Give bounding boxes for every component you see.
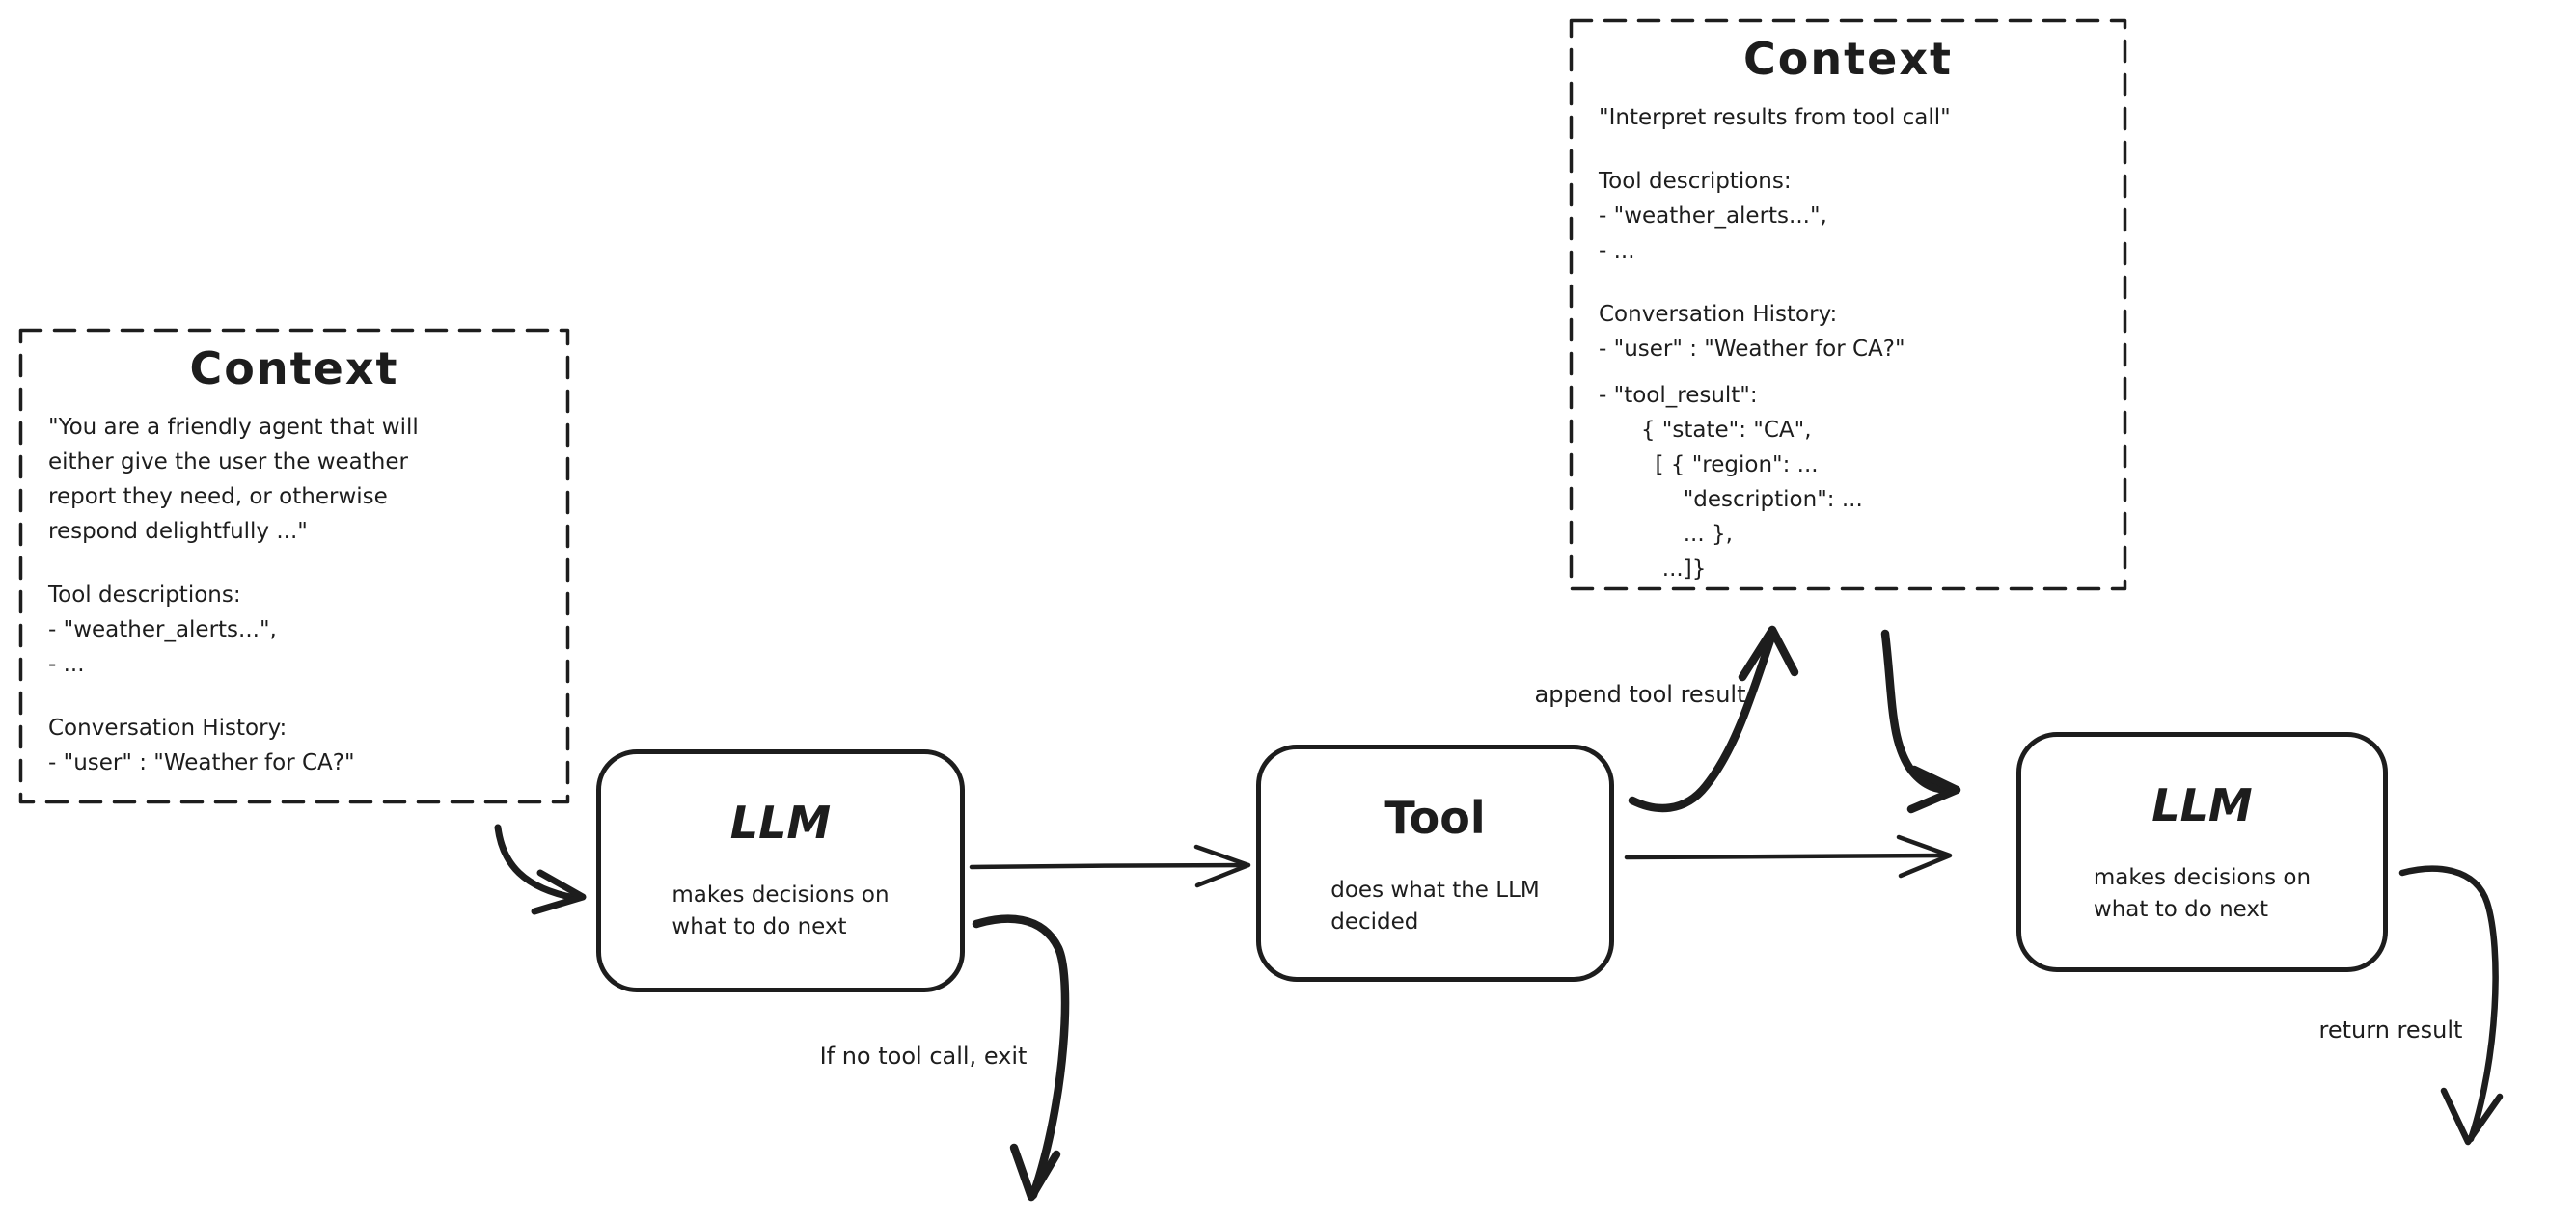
conversation-history-heading: Conversation History: xyxy=(1599,302,1838,327)
context-box-left: Context "You are a friendly agent that w… xyxy=(19,329,569,802)
context-right-border xyxy=(1569,18,2127,591)
node-llm-1-subtitle: makes decisions on what to do next xyxy=(671,882,890,939)
node-llm-2-title: LLM xyxy=(2151,779,2253,831)
history-line: "description": ... xyxy=(1599,487,1863,512)
context-right-body: "Interpret results from tool call" Tool … xyxy=(1599,100,2097,586)
node-llm-1-title: LLM xyxy=(729,797,832,849)
conversation-history-section: Conversation History: - "user" : "Weathe… xyxy=(48,711,540,780)
conversation-history-heading: Conversation History: xyxy=(48,716,288,741)
history-line: - "user" : "Weather for CA?" xyxy=(48,750,355,775)
context-left-border xyxy=(18,328,570,804)
history-line: - "user" : "Weather for CA?" xyxy=(1599,337,1905,362)
node-llm-2-subtitle: makes decisions on what to do next xyxy=(2093,865,2312,922)
arrow-llm1-to-tool xyxy=(969,844,1251,888)
history-line: ...]} xyxy=(1599,556,1707,582)
node-tool-title: Tool xyxy=(1384,792,1486,844)
node-tool-subtitle: does what the LLM decided xyxy=(1330,878,1540,935)
node-llm-1: LLM makes decisions on what to do next xyxy=(596,749,965,992)
tool-descriptions-section: Tool descriptions: - "weather_alerts..."… xyxy=(1599,164,2097,268)
tool-description-item: - ... xyxy=(48,652,85,677)
history-line: - "tool_result": xyxy=(1599,383,1758,408)
history-line: ... }, xyxy=(1599,522,1733,547)
node-tool: Tool does what the LLM decided xyxy=(1256,745,1614,982)
system-prompt-text: "You are a friendly agent that will eith… xyxy=(48,415,419,544)
history-line: [ { "region": ... xyxy=(1599,452,1819,477)
tool-descriptions-heading: Tool descriptions: xyxy=(1599,169,1792,194)
arrow-llm1-exit xyxy=(972,914,1070,1202)
arrow-context-right-to-llm2 xyxy=(1880,629,1961,814)
tool-descriptions-heading: Tool descriptions: xyxy=(48,583,241,608)
context-box-right: Context "Interpret results from tool cal… xyxy=(1570,19,2126,590)
edge-label-append-tool-result: append tool result xyxy=(1534,681,1746,708)
arrow-context-left-to-llm1 xyxy=(494,824,587,915)
context-left-body: "You are a friendly agent that will eith… xyxy=(48,410,540,780)
system-prompt-text: "Interpret results from tool call" xyxy=(1599,105,1951,130)
tool-description-item: - "weather_alerts...", xyxy=(1599,204,1827,229)
node-llm-2: LLM makes decisions on what to do next xyxy=(2016,732,2388,972)
arrow-tool-to-context-right xyxy=(1628,625,1799,813)
edge-label-return-result: return result xyxy=(2318,1017,2463,1044)
history-line: { "state": "CA", xyxy=(1599,418,1812,443)
arrow-tool-to-llm2 xyxy=(1624,834,1953,879)
tool-description-item: - "weather_alerts...", xyxy=(48,617,277,642)
context-left-title: Context xyxy=(189,342,399,394)
context-right-title: Context xyxy=(1743,33,1953,85)
tool-descriptions-section: Tool descriptions: - "weather_alerts..."… xyxy=(48,578,540,682)
conversation-history-section: Conversation History: - "user" : "Weathe… xyxy=(1599,297,2097,586)
arrow-llm2-return xyxy=(2398,865,2504,1146)
tool-description-item: - ... xyxy=(1599,238,1635,263)
edge-label-if-no-tool-call-exit: If no tool call, exit xyxy=(819,1043,1028,1070)
